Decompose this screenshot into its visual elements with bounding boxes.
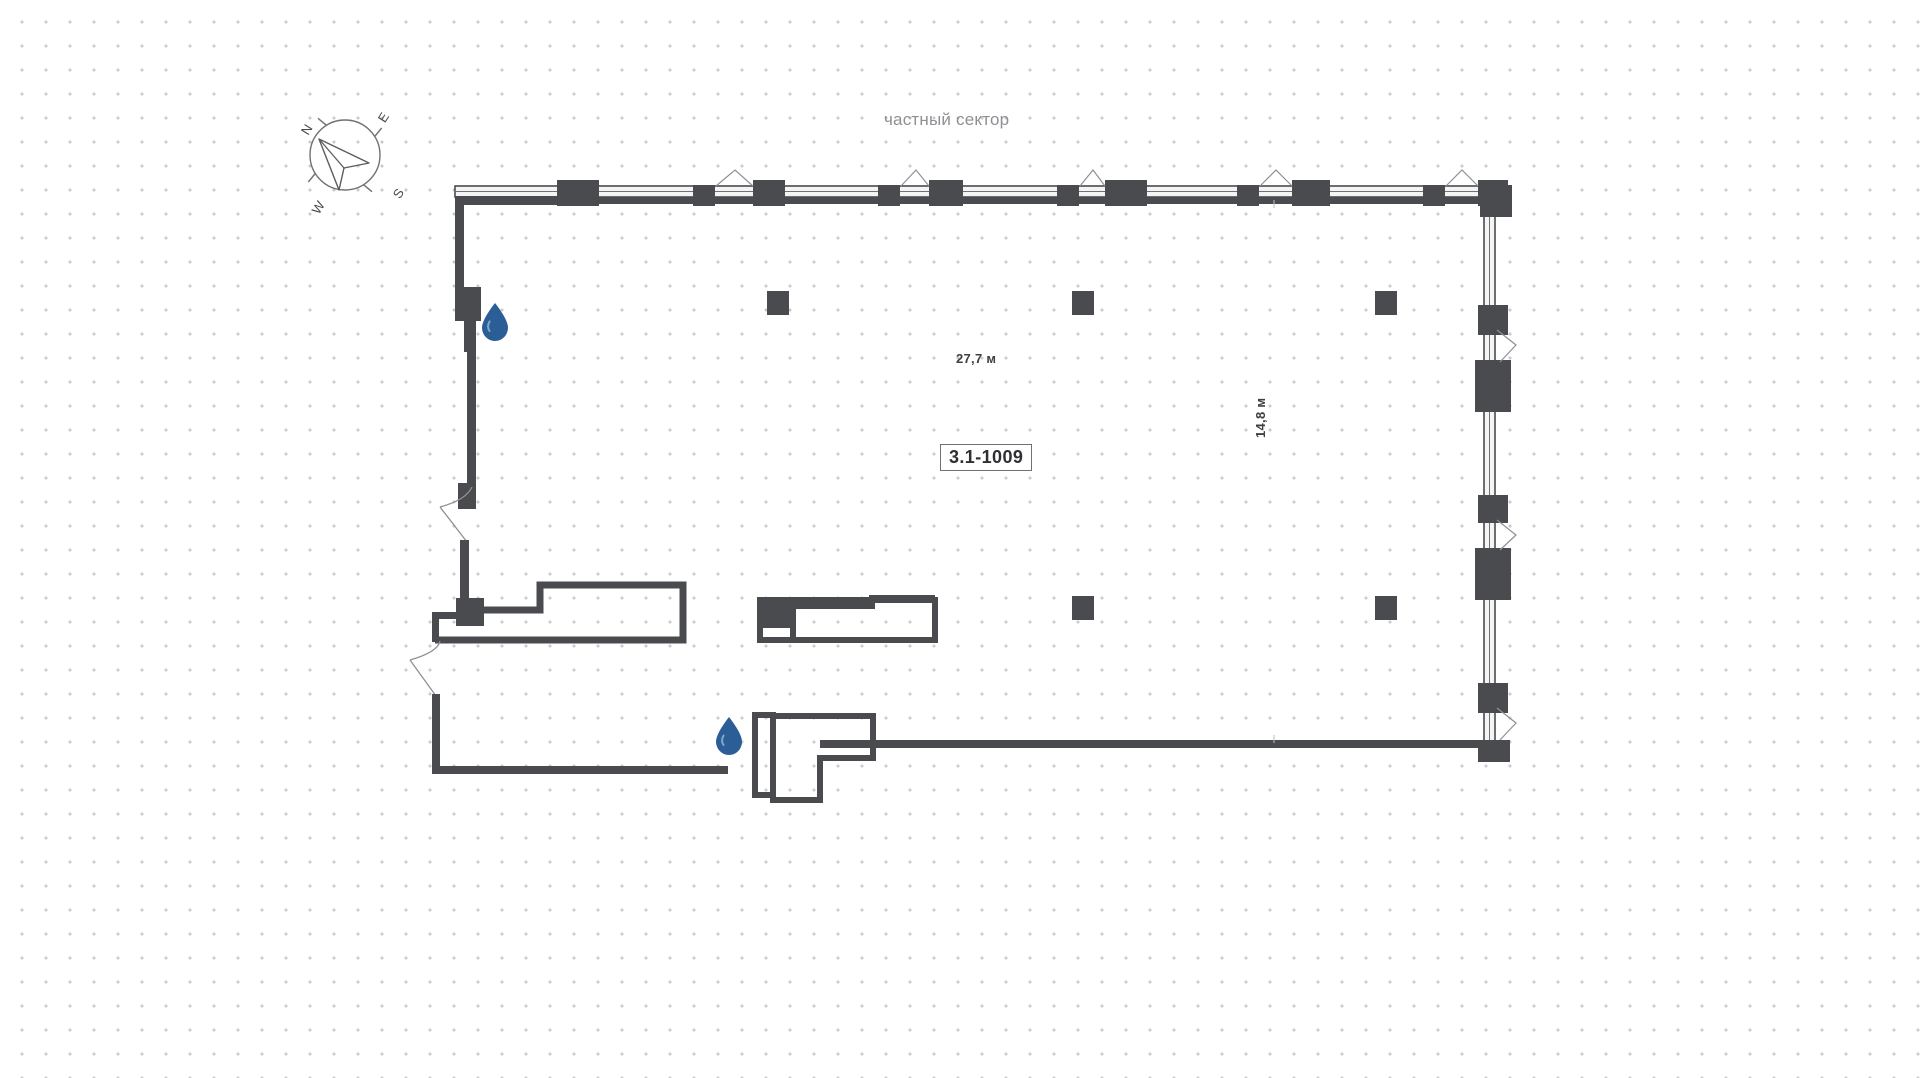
top-curtain-wall [454,185,1511,198]
right-window-opening-indicators [1496,329,1517,741]
left-door-swing-lower [409,640,441,697]
center-partition-block [757,595,938,643]
right-curtain-wall [1483,199,1496,755]
sector-label: частный сектор [884,110,1010,129]
top-wall-pillars [557,180,1508,206]
left-wall-lower-and-bottom [432,694,1510,774]
dimension-width-label: 27,7 м [956,351,997,366]
water-drop-icon[interactable] [716,717,742,755]
storage-room-left [435,581,687,644]
right-wall-pillars [1475,185,1512,762]
water-drop-icon[interactable] [482,303,508,341]
dimension-height-label: 14,8 м [1253,397,1268,438]
compass-rose-icon [307,117,383,193]
top-window-opening-indicators [715,169,1479,187]
left-door-swing-upper [439,486,473,543]
left-wall-upper [455,196,481,509]
bathroom-block [752,712,876,803]
left-wall-mid [460,540,469,610]
interior-columns [767,291,1397,620]
unit-code-badge[interactable]: 3.1-1009 [940,444,1033,471]
unit-outline [409,169,1517,803]
